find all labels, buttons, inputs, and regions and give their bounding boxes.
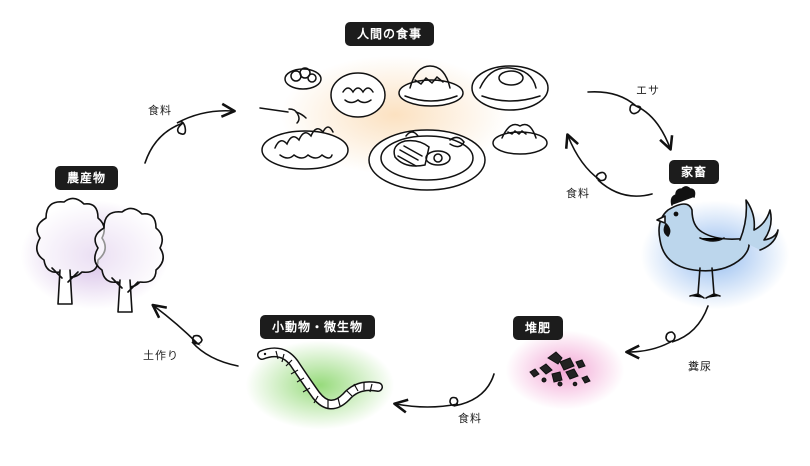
arrow-meal-to-livestock: [587, 90, 674, 151]
node-label-crops: 農産物: [55, 166, 119, 190]
arrow-crops-to-meal: [144, 102, 236, 164]
node-label-meal: 人間の食事: [345, 22, 435, 46]
edge-label-meal-to-livestock: エサ: [636, 84, 660, 97]
trees-illustration: [36, 197, 164, 313]
food-dishes-illustration: [259, 65, 549, 191]
arrow-livestock-to-compost: [625, 305, 709, 360]
edge-label-crops-to-meal: 食料: [148, 104, 172, 117]
arrow-organisms-to-crops: [151, 303, 239, 367]
worm-illustration: [257, 347, 383, 410]
edge-label-organisms-to-crops: 土作り: [143, 349, 179, 362]
edge-label-livestock-to-meal: 食料: [566, 187, 590, 200]
edge-label-compost-to-organisms: 食料: [458, 412, 482, 425]
cycle-arrows: [144, 90, 709, 414]
node-label-organisms: 小動物・微生物: [260, 315, 376, 339]
node-label-livestock: 家畜: [669, 160, 720, 184]
node-label-compost: 堆肥: [513, 316, 564, 340]
edge-label-livestock-to-compost: 糞尿: [688, 360, 712, 373]
chicken-illustration: [656, 186, 779, 299]
compost-pile-illustration: [529, 351, 591, 387]
arrow-livestock-to-meal: [564, 133, 653, 197]
arrow-compost-to-organisms: [393, 373, 495, 414]
